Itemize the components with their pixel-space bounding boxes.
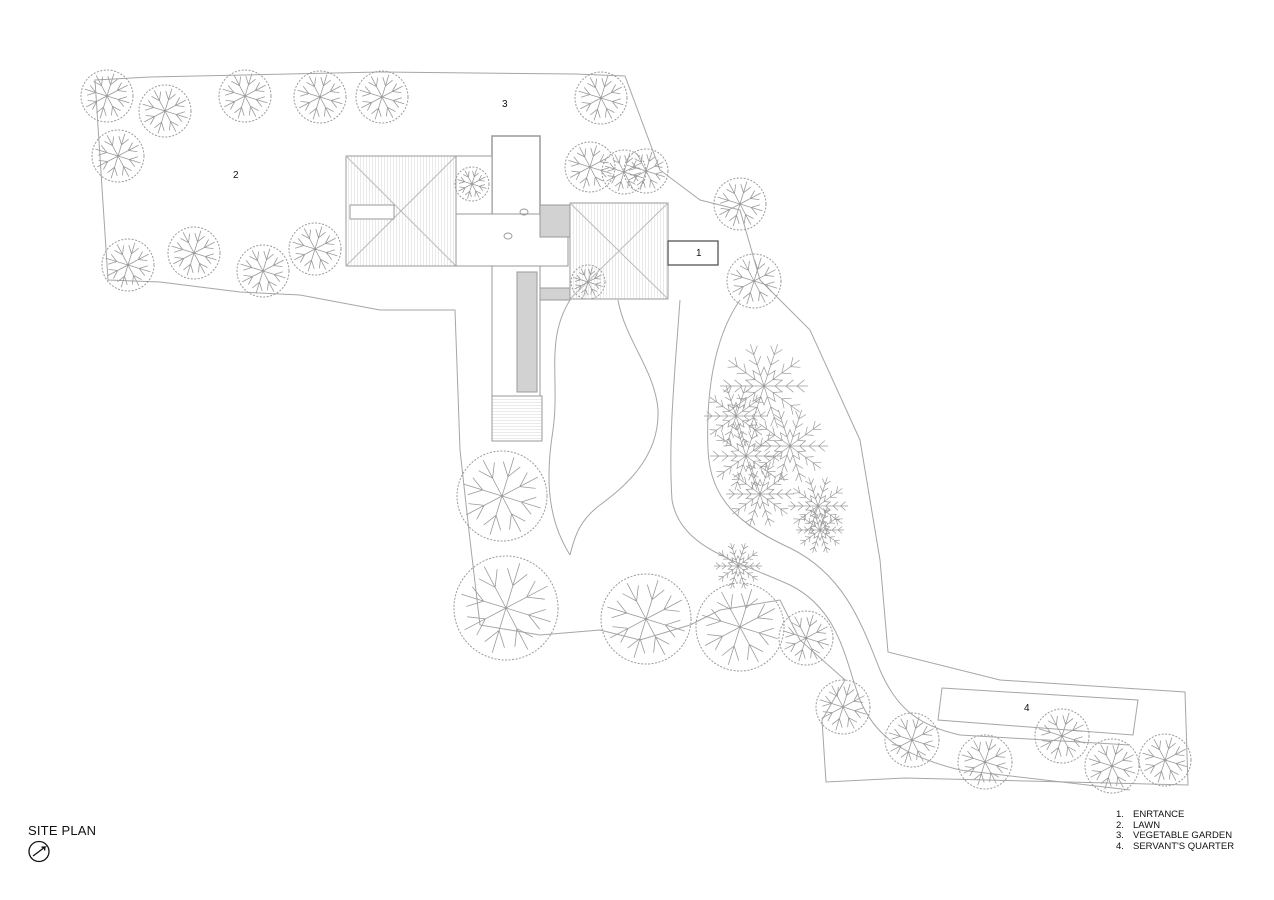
- tree-icon: [564, 141, 616, 193]
- tree-icon: [1138, 733, 1192, 787]
- legend-text: LAWN: [1133, 819, 1161, 831]
- tree-icon: [574, 71, 628, 125]
- column-marker: [519, 208, 529, 216]
- legend-item: 3. VEGETABLE GARDEN: [1116, 830, 1234, 842]
- tree-icon: [778, 610, 834, 666]
- tree-icon: [695, 582, 785, 672]
- entrance-porch: [667, 240, 719, 266]
- drawing-title: SITE PLAN: [28, 823, 97, 838]
- walkway-edge-left: [548, 299, 571, 556]
- legend-text: VEGETABLE GARDEN: [1133, 830, 1233, 841]
- tree-icon: [355, 70, 409, 124]
- tree-icon: [288, 222, 342, 276]
- tree-icon: [957, 734, 1013, 790]
- house: [345, 135, 719, 442]
- label-entrance: 1: [696, 248, 702, 259]
- north-arrow-icon: [28, 840, 50, 863]
- tree-group: [80, 69, 1192, 794]
- tree-icon: [570, 264, 606, 300]
- legend-text: SERVANT'S QUARTER: [1133, 840, 1235, 852]
- tree-icon: [815, 679, 871, 735]
- shrub-icon: [752, 409, 828, 483]
- legend-text: ENRTANCE: [1133, 809, 1185, 820]
- driveway-edge-inner: [707, 299, 1131, 746]
- legend-item: 4. SERVANT'S QUARTER: [1116, 840, 1235, 853]
- tree-icon: [600, 573, 692, 665]
- tree-icon: [80, 69, 134, 123]
- walkway-edge-right: [569, 299, 659, 556]
- label-servants-quarter: 4: [1024, 703, 1030, 714]
- label-vegetable-garden: 3: [502, 99, 508, 110]
- tree-icon: [454, 166, 490, 202]
- shrub-icon: [788, 477, 848, 535]
- shrub-icon: [714, 543, 762, 589]
- tree-icon: [138, 84, 192, 138]
- south-wing-deck: [491, 395, 543, 442]
- tree-icon: [1034, 708, 1090, 764]
- tree-icon: [453, 555, 559, 661]
- tree-icon: [167, 226, 221, 280]
- shrub-icon: [796, 507, 844, 553]
- covered-walk: [539, 204, 571, 238]
- tree-icon: [236, 244, 290, 298]
- shrub-icon: [710, 421, 782, 491]
- shrub-icon: [704, 385, 768, 447]
- tree-icon: [884, 712, 940, 768]
- legend-num: 1.: [1116, 809, 1124, 820]
- column-marker-2: [503, 232, 513, 240]
- south-wing-pool: [516, 271, 538, 393]
- legend-item: 2. LAWN: [1116, 819, 1234, 832]
- legend-item: 1. ENRTANCE: [1116, 809, 1234, 821]
- driveway-edge-outer: [670, 299, 1131, 791]
- legend-num: 4.: [1116, 840, 1124, 852]
- legend-num: 2.: [1116, 819, 1124, 831]
- legend: 1. ENRTANCE 2. LAWN 3. VEGETABLE GARDEN 4. S…: [1116, 809, 1235, 853]
- tree-icon: [726, 253, 782, 309]
- property-boundary: [94, 71, 1189, 786]
- tree-icon: [713, 177, 767, 231]
- shrub-icon: [720, 344, 808, 428]
- tree-icon: [293, 70, 347, 124]
- servants-quarter-outline: [937, 687, 1139, 736]
- tree-icon: [456, 450, 548, 542]
- tree-icon: [91, 129, 145, 183]
- west-wing-skylight: [349, 204, 395, 220]
- tree-icon: [101, 238, 155, 292]
- breezeway: [539, 287, 571, 301]
- tree-icon: [218, 69, 272, 123]
- tree-icon: [1084, 738, 1140, 794]
- shrub-icon: [726, 461, 794, 527]
- label-lawn: 2: [233, 170, 239, 181]
- tree-icon: [623, 148, 669, 194]
- legend-num: 3.: [1116, 830, 1124, 841]
